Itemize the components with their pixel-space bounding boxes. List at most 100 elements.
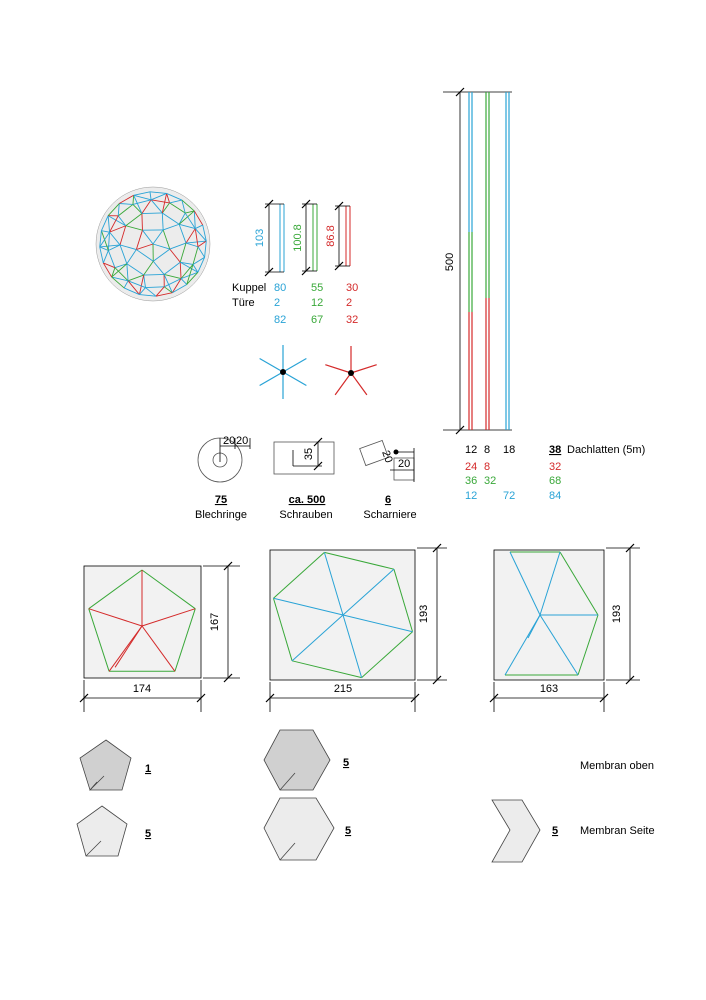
dome-strut xyxy=(99,231,110,248)
row-label-tuere: Türe xyxy=(232,297,255,309)
dome-strut xyxy=(143,260,154,276)
ring-dim-1: 20 xyxy=(223,435,235,447)
dome-strut xyxy=(152,260,165,275)
dome-strut xyxy=(102,250,109,264)
dome-strut xyxy=(186,264,194,285)
dome-strut xyxy=(161,193,168,214)
dome-strut xyxy=(163,286,173,294)
tuere-green: 12 xyxy=(311,297,323,309)
dome-strut xyxy=(166,193,183,201)
dome-strut xyxy=(186,271,199,285)
hub-arm xyxy=(325,364,352,374)
dome-strut xyxy=(119,244,137,250)
panel-edge xyxy=(174,608,196,672)
green-strut-length: 100.8 xyxy=(292,224,304,252)
total-blue: 82 xyxy=(274,314,286,326)
dome-strut xyxy=(179,262,182,279)
dome-strut xyxy=(99,230,102,248)
panel-pentagon: 174 167 xyxy=(79,561,240,712)
dome-strut xyxy=(169,202,186,214)
dome-strut xyxy=(109,225,126,233)
ring-dim-2: 20 xyxy=(236,435,248,447)
lath-header-12: 12 xyxy=(465,444,477,456)
membrane-count-2: 5 xyxy=(343,757,349,769)
panel-spoke xyxy=(504,614,541,676)
kuppel-red: 30 xyxy=(346,282,358,294)
dome-strut xyxy=(149,191,152,200)
dome-strut xyxy=(185,242,199,248)
dome-strut xyxy=(136,249,154,262)
dome-strut xyxy=(126,263,144,276)
part-schraube: 35 ca. 500 Schrauben xyxy=(273,437,335,521)
membrane-count-1: 1 xyxy=(145,763,151,775)
panel-spoke xyxy=(539,614,579,676)
lath-header-8: 8 xyxy=(484,444,490,456)
panel-spoke xyxy=(291,614,344,662)
panel-edge xyxy=(291,660,362,679)
dome-strut xyxy=(150,199,163,214)
dome-strut xyxy=(107,232,111,251)
tuere-red: 2 xyxy=(346,297,352,309)
panel-slit xyxy=(527,614,541,639)
strut-count-table: Kuppel 80 55 30 Türe 2 12 2 82 67 32 xyxy=(232,282,358,326)
dome-strut xyxy=(162,212,180,225)
lath-total-label: Dachlatten (5m) xyxy=(567,444,645,456)
panel-spoke xyxy=(539,551,561,616)
dome-strut xyxy=(180,278,188,285)
dome-strut xyxy=(143,274,165,276)
dome-strut xyxy=(139,287,146,295)
strut-lengths: 103 100.8 86.8 xyxy=(254,199,351,277)
panel-spoke xyxy=(141,625,176,672)
membrane-count-4: 5 xyxy=(345,825,351,837)
dome-strut xyxy=(161,212,164,230)
dome-strut xyxy=(99,244,121,248)
red-strut-length: 86.8 xyxy=(325,225,337,246)
panel-slit xyxy=(114,625,143,668)
dome-strut xyxy=(119,194,134,204)
blue-strut: 103 xyxy=(254,199,285,277)
dome-strut xyxy=(193,210,204,226)
dome-strut xyxy=(99,246,109,251)
pentagon-panel-lines xyxy=(88,569,196,672)
panel2-width: 215 xyxy=(334,683,352,695)
dome-strut xyxy=(185,240,207,244)
panel-edge xyxy=(577,614,599,676)
panel-half-hexagon: 163 193 xyxy=(489,543,640,712)
membrane-count-3: 5 xyxy=(145,828,151,840)
hexagon-panel-lines xyxy=(272,551,414,679)
hub-arm xyxy=(282,357,307,373)
hub-arm xyxy=(282,371,307,387)
dome-strut xyxy=(133,195,143,214)
dome-strut xyxy=(181,199,195,212)
hub-arm xyxy=(259,357,284,373)
dome-strut xyxy=(185,210,195,214)
membrane-pentagon-top xyxy=(79,739,132,791)
screw-count: ca. 500 xyxy=(289,494,326,506)
membrane-chevron-side xyxy=(491,799,541,863)
membranes: 1 5 Membran oben 5 5 5 Membran Seite xyxy=(76,729,655,863)
panel-spoke xyxy=(323,552,344,616)
dome-strut xyxy=(117,215,127,227)
hub-arm xyxy=(259,371,284,387)
dome-mesh xyxy=(99,191,207,297)
lath-red-12: 24 xyxy=(465,461,477,473)
dome-strut xyxy=(155,286,165,297)
dome-strut xyxy=(111,276,125,289)
dome-strut xyxy=(133,194,152,201)
dome-strut xyxy=(192,264,199,273)
dome-strut xyxy=(125,213,143,227)
dome-strut xyxy=(141,199,152,214)
dome-strut xyxy=(166,193,171,204)
dome-strut xyxy=(197,257,206,273)
roof-laths: 500 12 8 18 38 Dachlatten (5m) 24 8 32 3… xyxy=(443,87,645,502)
dome-strut xyxy=(123,287,140,295)
dome-strut xyxy=(141,212,163,214)
dome-strut xyxy=(101,230,110,233)
dome-strut xyxy=(163,274,173,293)
dome-strut xyxy=(184,212,196,229)
membrane-top-label: Membran oben xyxy=(580,760,654,772)
ring-count: 75 xyxy=(215,494,227,506)
tuere-blue: 2 xyxy=(274,297,280,309)
panel2-height: 193 xyxy=(418,605,430,623)
